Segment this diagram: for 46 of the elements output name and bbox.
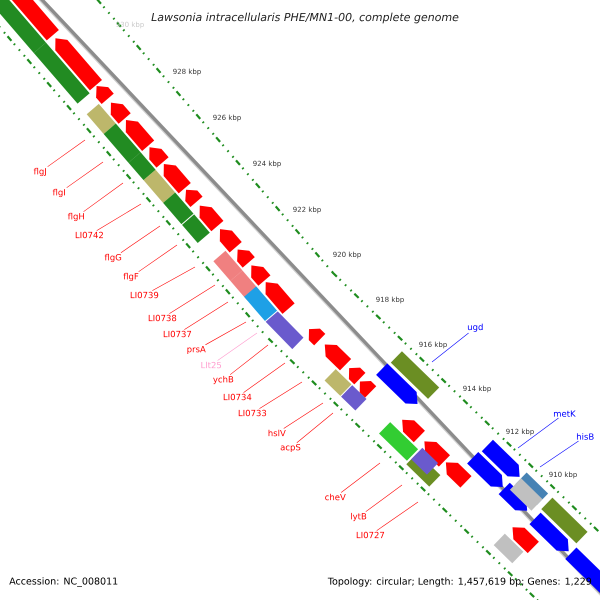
leader-line (230, 344, 268, 375)
leader-line (259, 382, 302, 409)
footer-text: Accession: NC_008011 (9, 577, 118, 587)
gene-label: metK (554, 410, 576, 417)
leader-line (432, 332, 469, 362)
gene-label: Llt25 (201, 362, 222, 368)
leader-line (365, 484, 402, 512)
gene-label: LI0737 (164, 330, 192, 338)
gene-label: flgI (52, 188, 65, 198)
leader-line (243, 362, 286, 393)
gene-label: flgJ (34, 168, 46, 176)
gene-label: hisB (576, 433, 594, 440)
gene-label: LI0733 (238, 410, 266, 416)
gene-label: LI0738 (148, 314, 176, 322)
gene-label: LI0739 (130, 292, 158, 298)
leader-line (169, 284, 216, 314)
gene-label: ychB (213, 376, 234, 384)
gene-label: flgF (123, 272, 138, 282)
gene-label: flgG (104, 254, 122, 262)
gene-label: LI0742 (76, 232, 103, 238)
gene-label: lytB (351, 512, 366, 522)
leader-line (296, 412, 334, 444)
gene-label: cheV (325, 494, 346, 500)
leader-line (340, 462, 380, 493)
gene-label: LI0734 (224, 394, 252, 400)
leader-line (376, 502, 418, 531)
leader-line (540, 440, 579, 468)
title: Lawsonia intracellularis PHE/MN1-00, complete genome (151, 12, 458, 24)
gene-label: flgH (68, 212, 84, 222)
leader-line (83, 182, 124, 212)
leader-line (205, 322, 246, 346)
gene-label: prsA (187, 346, 206, 354)
leader-line (120, 226, 160, 253)
leader-line (66, 162, 104, 188)
gene-label: ugd (468, 324, 483, 332)
leader-line (217, 332, 258, 361)
leader-line (518, 418, 559, 448)
leader-line (96, 204, 142, 231)
leader-line (152, 266, 196, 291)
leader-line (283, 402, 324, 429)
gene-label: hslV (268, 430, 286, 436)
leader-line (138, 244, 178, 272)
gene-label: LI0727 (356, 532, 384, 538)
leader-line (184, 302, 228, 330)
gene-label: acpS (280, 444, 300, 452)
leader-line (47, 140, 86, 167)
